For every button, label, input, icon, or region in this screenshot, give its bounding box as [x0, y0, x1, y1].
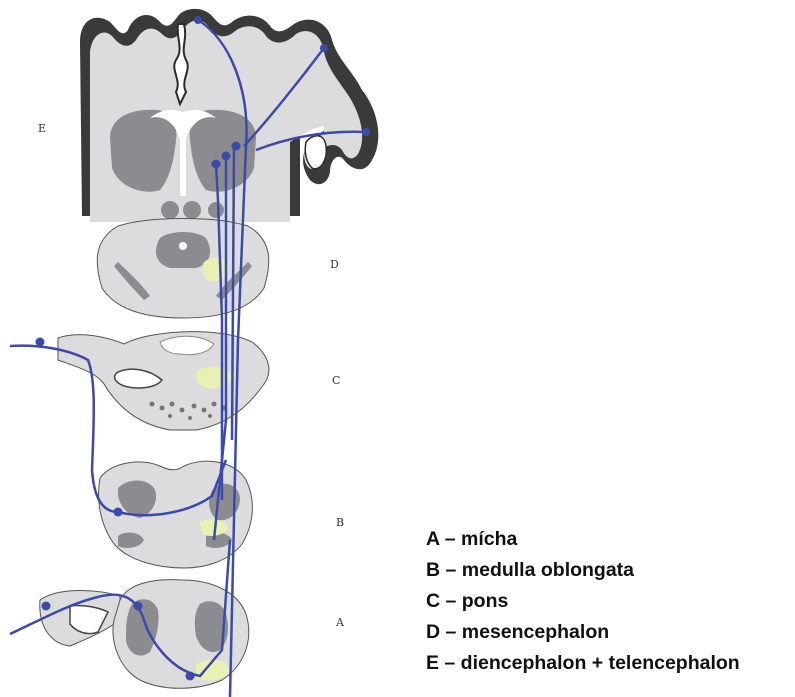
thalamus-left — [110, 110, 176, 192]
mammillary-body-small — [208, 202, 224, 218]
legend-item-c: C – pons — [426, 586, 740, 617]
section-label-a: A — [336, 616, 344, 629]
section-a-spinal-cord — [40, 580, 249, 689]
section-label-c: C — [332, 374, 341, 387]
section-label-e: E — [38, 122, 47, 135]
section-e-brain — [80, 9, 378, 222]
section-label-d: D — [330, 258, 339, 271]
legend-item-e: E – diencephalon + telencephalon — [426, 648, 740, 679]
legend-item-d: D – mesencephalon — [426, 617, 740, 648]
mammillary-body-left — [161, 201, 179, 219]
section-label-b: B — [336, 516, 345, 529]
cerebral-aqueduct — [179, 242, 187, 250]
legend-item-a: A – mícha — [426, 524, 740, 555]
legend-item-b: B – medulla oblongata — [426, 555, 740, 586]
mammillary-body-right — [183, 201, 201, 219]
legend: A – mícha B – medulla oblongata C – pons… — [426, 524, 740, 679]
lateral-ventricle — [305, 136, 326, 169]
